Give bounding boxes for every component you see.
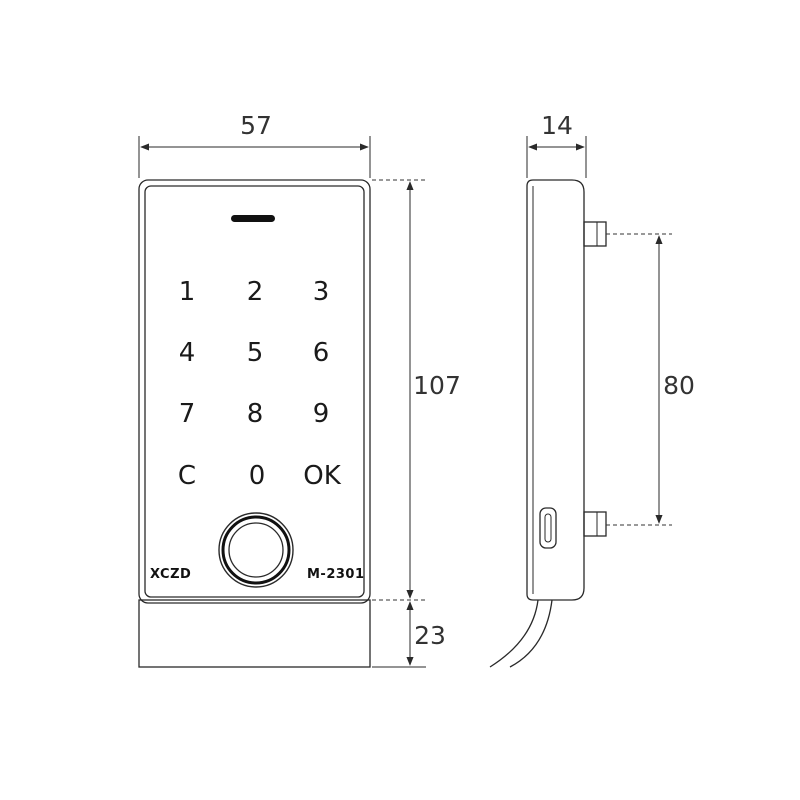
- side-body-outer: [526, 179, 585, 601]
- dimension-bottom-label: 23: [414, 621, 446, 650]
- dimension-bottom: 23: [372, 601, 446, 668]
- key-2[interactable]: 2: [247, 277, 264, 307]
- key-clear[interactable]: C: [178, 461, 196, 491]
- front-panel-inner: [144, 185, 365, 598]
- key-6[interactable]: 6: [313, 338, 330, 368]
- key-9[interactable]: 9: [313, 399, 330, 429]
- key-0[interactable]: 0: [249, 461, 266, 491]
- key-1[interactable]: 1: [179, 277, 196, 307]
- usb-port: [539, 507, 557, 549]
- side-view: [489, 179, 607, 668]
- front-body-outer: [138, 179, 371, 604]
- mount-post-bottom: [583, 511, 607, 537]
- dimension-mount-spacing-label: 80: [663, 371, 695, 400]
- dimension-height: 107: [372, 179, 461, 601]
- dimension-height-label: 107: [413, 371, 461, 400]
- indicator-light: [231, 215, 275, 222]
- key-7[interactable]: 7: [179, 399, 196, 429]
- key-5[interactable]: 5: [247, 338, 264, 368]
- key-ok[interactable]: OK: [303, 461, 341, 491]
- key-3[interactable]: 3: [313, 277, 330, 307]
- key-4[interactable]: 4: [179, 338, 196, 368]
- cable: [489, 599, 553, 668]
- brand-label: XCZD: [150, 567, 191, 582]
- fingerprint-sensor[interactable]: [218, 512, 294, 588]
- front-view: 1 2 3 4 5 6 7 8 9 C 0 OK XCZD M-2301: [138, 179, 371, 668]
- dimension-depth: 14: [526, 111, 587, 178]
- dimension-depth-label: 14: [541, 111, 573, 140]
- key-8[interactable]: 8: [247, 399, 264, 429]
- bottom-base: [138, 599, 371, 668]
- keypad: 1 2 3 4 5 6 7 8 9 C 0 OK: [178, 277, 342, 491]
- model-label: M-2301: [307, 567, 365, 582]
- dimension-mount-spacing: 80: [606, 233, 695, 526]
- mount-post-top: [583, 221, 607, 247]
- dimension-width-label: 57: [240, 111, 272, 140]
- dimension-width: 57: [138, 111, 371, 178]
